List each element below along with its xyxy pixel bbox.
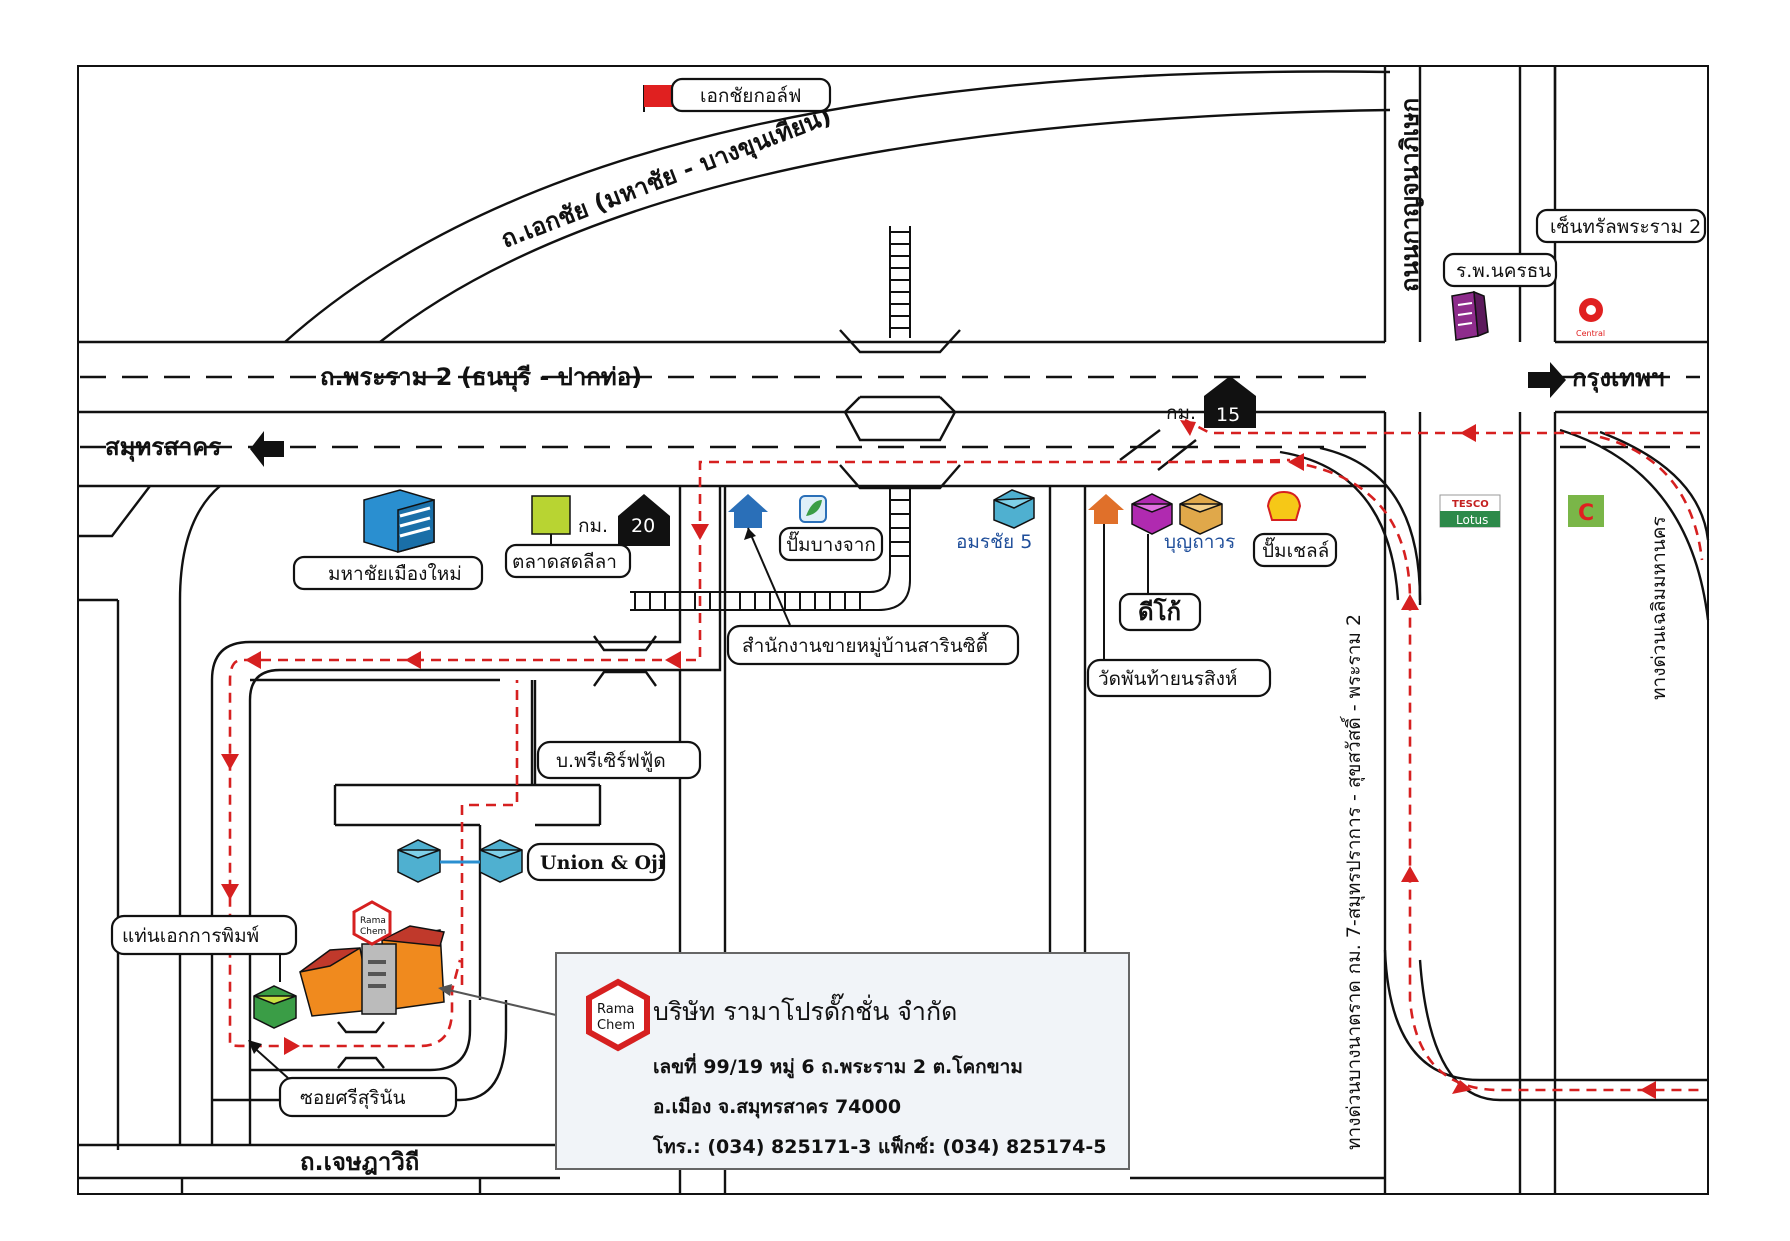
house-icon <box>728 494 768 528</box>
label-soi-sri-surinan: ซอยศรีสุรินัน <box>300 1087 405 1110</box>
km-20-value: 20 <box>631 515 655 537</box>
company-contact: โทร.: (034) 825171-3 แฟ็กซ์: (034) 82517… <box>653 1136 1107 1158</box>
label-boonthaworn: บุญถาวร <box>1164 531 1235 554</box>
central-logo-icon <box>1579 298 1603 322</box>
label-pump-bangchak: ปั๊มบางจาก <box>786 531 876 556</box>
svg-text:Rama: Rama <box>597 1002 634 1017</box>
label-pump-shell: ปั๊มเชลล์ <box>1262 537 1329 562</box>
rama-chem-logo: Rama Chem <box>586 978 650 1052</box>
box-icon <box>253 985 297 1029</box>
direction-samut-sakhon: สมุทรสาคร <box>105 433 221 463</box>
road-label-rama2: ถ.พระราม 2 (ธนบุรี - ปากท่อ) <box>320 363 642 393</box>
label-preserve-food: บ.พรีเซิร์ฟฟู้ด <box>556 750 666 772</box>
factory-icon <box>299 925 445 1017</box>
small-logo-top: Rama <box>360 916 386 926</box>
road-label-kanchanaphisek: ถนนกาญจนาภิเษก <box>1396 98 1424 292</box>
box-icon <box>1131 493 1173 535</box>
box-icon <box>1179 493 1223 535</box>
road-label-expressway-right: ทางด่วนเฉลิมมหานคร <box>1648 516 1670 700</box>
shell-icon <box>1266 490 1302 521</box>
km-20-prefix: กม. <box>578 515 608 537</box>
label-union-oji: Union & Oji <box>540 852 665 874</box>
box-icon <box>993 489 1035 529</box>
label-amonchai: อมรชัย 5 <box>956 531 1032 553</box>
label-talad-lila: ตลาดสดลีลา <box>512 551 617 573</box>
building-icon <box>363 489 435 553</box>
c-logo-icon: C <box>1568 495 1604 527</box>
road-label-expressway-bottom: ทางด่วนบางนาตราด กม. 7-สมุทรปราการ - สุข… <box>1339 614 1366 1150</box>
tesco-lotus-logo <box>1439 494 1501 528</box>
km-15-value: 15 <box>1216 404 1240 426</box>
small-logo-bottom: Chem <box>360 927 386 937</box>
tesco-top: TESCO <box>1452 499 1489 510</box>
company-info-box: Rama Chem บริษัท รามาโปรดั๊กชั่น จำกัด เ… <box>555 952 1130 1170</box>
map-frame <box>77 65 1709 1195</box>
direction-bangkok: กรุงเทพฯ <box>1572 364 1664 394</box>
label-central: เซ็นทรัลพระราม 2 <box>1550 214 1701 238</box>
svg-text:Chem: Chem <box>597 1018 635 1033</box>
central-logo-text: Central <box>1576 329 1605 338</box>
label-mahachai-mueang-mai: มหาชัยเมืองใหม่ <box>328 563 462 585</box>
house-icon <box>1088 494 1124 524</box>
road-label-ekachai: ถ.เอกชัย (มหาชัย - บางขุนเทียน) <box>497 102 836 256</box>
km-marker-20 <box>618 494 670 546</box>
building-icon <box>1451 290 1489 341</box>
label-nakhon-hospital: ร.พ.นครธน <box>1456 260 1551 282</box>
label-wat-phan-thai: วัดพันท้ายนรสิงห์ <box>1098 668 1237 690</box>
label-ekachai-golf: เอกชัยกอล์ฟ <box>700 85 801 107</box>
km-marker-15 <box>1204 376 1256 428</box>
km-15-prefix: กม. <box>1166 402 1196 424</box>
road-label-chetsada: ถ.เจษฎาวิถี <box>300 1148 419 1176</box>
arrow-right-icon <box>1528 362 1566 398</box>
company-name: บริษัท รามาโปรดั๊กชั่น จำกัด <box>653 997 958 1026</box>
leaf-icon <box>799 495 827 523</box>
label-thaen-ekkan: แท่นเอกการพิมพ์ <box>122 925 259 947</box>
company-address-1: เลขที่ 99/19 หมู่ 6 ถ.พระราม 2 ต.โคกขาม <box>653 1056 1023 1078</box>
label-dee-ko: ดีโก้ <box>1138 597 1181 626</box>
route-arrow-heads <box>221 420 1656 1099</box>
rama-chem-logo-small <box>352 900 392 946</box>
ladder-top <box>889 226 911 338</box>
svg-text:C: C <box>1578 501 1594 526</box>
box-icon <box>397 839 523 883</box>
label-sarinciti: สำนักงานขายหมู่บ้านสารินซิตี้ <box>742 632 989 657</box>
tesco-bottom: Lotus <box>1456 513 1488 527</box>
market-icon <box>531 495 571 535</box>
arrow-left-icon <box>250 431 284 467</box>
company-address-2: อ.เมือง จ.สมุทรสาคร 74000 <box>653 1096 902 1118</box>
